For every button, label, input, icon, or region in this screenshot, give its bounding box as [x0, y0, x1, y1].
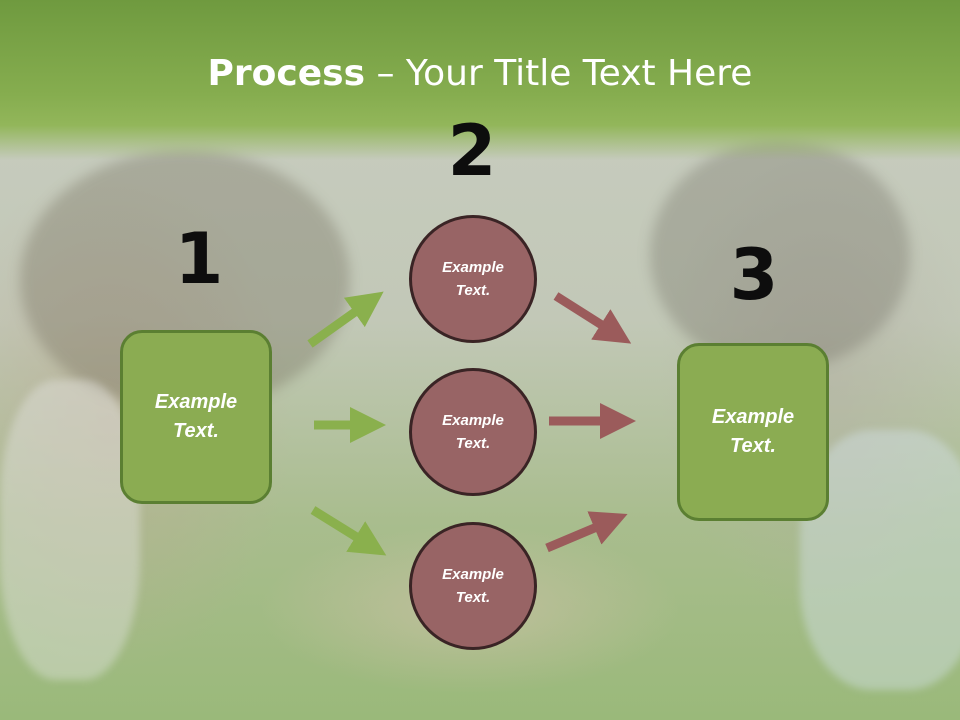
step-box-3[interactable]: Example Text.: [677, 343, 829, 521]
step-circle-bottom[interactable]: Example Text.: [409, 522, 537, 650]
step-circle-bottom-line2: Text.: [455, 589, 491, 606]
slide-title-rest: – Your Title Text Here: [365, 53, 753, 94]
step-number-3: 3: [729, 234, 779, 316]
arrow-red-up: [545, 511, 628, 553]
step-circle-middle-line1: Example: [442, 412, 504, 429]
slide-title-bold: Process: [207, 53, 366, 94]
photo-shirt-left: [0, 380, 140, 680]
step-box-1[interactable]: Example Text.: [120, 330, 272, 504]
step-box-1-line1: Example: [154, 391, 238, 413]
slide-title: Process – Your Title Text Here: [0, 52, 960, 96]
step-number-2: 2: [447, 110, 497, 192]
step-circle-bottom-text: Example Text.: [428, 563, 518, 609]
step-circle-top-line2: Text.: [455, 282, 491, 299]
header-band: [0, 0, 960, 160]
arrow-red-down: [553, 292, 632, 344]
step-circle-bottom-line1: Example: [442, 566, 504, 583]
step-circle-top-text: Example Text.: [428, 256, 518, 302]
step-box-1-line2: Text.: [173, 420, 219, 442]
step-circle-middle-line2: Text.: [455, 435, 491, 452]
step-circle-middle[interactable]: Example Text.: [409, 368, 537, 496]
step-circle-top[interactable]: Example Text.: [409, 215, 537, 343]
step-box-3-line1: Example: [711, 406, 795, 428]
step-box-3-text: Example Text.: [693, 403, 813, 461]
step-circle-top-line1: Example: [442, 259, 504, 276]
photo-person-right: [650, 140, 910, 370]
step-circle-middle-text: Example Text.: [428, 409, 518, 455]
step-number-1: 1: [174, 218, 224, 300]
arrow-green-down: [310, 506, 387, 556]
arrow-green-up: [307, 291, 384, 348]
step-box-3-line2: Text.: [730, 435, 776, 457]
step-box-1-text: Example Text.: [136, 388, 256, 446]
